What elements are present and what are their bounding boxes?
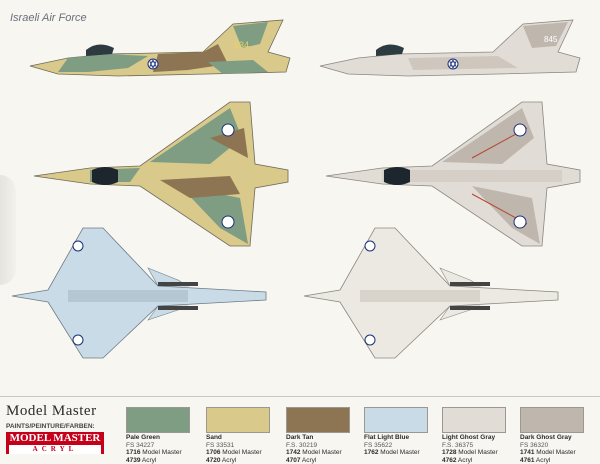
brand-name: Model Master	[6, 403, 97, 419]
footer-divider	[0, 396, 600, 397]
swatch-light-ghost-gray	[442, 407, 506, 433]
brand-logo: MODEL MASTER ACRYL	[6, 432, 104, 454]
swatch-flat-light-blue	[364, 407, 428, 433]
bottom-view-gray-aircraft	[300, 220, 562, 360]
side-view-gray-aircraft: 845	[318, 14, 588, 84]
tail-number: 534	[234, 40, 249, 50]
swatch-pale-green	[126, 407, 190, 433]
tail-number: 845	[544, 35, 558, 44]
swatch-dark-ghost-gray	[520, 407, 584, 433]
color-info-light-ghost-gray: Light Ghost Gray F.S. 36375 1728 Model M…	[442, 434, 498, 464]
color-info-flat-light-blue: Flat Light Blue FS 35622 1762 Model Mast…	[364, 434, 420, 456]
brand-logo-bottom: ACRYL	[9, 445, 101, 454]
color-info-sand: Sand FS 33531 1706 Model Master 4720 Acr…	[206, 434, 262, 464]
swatch-dark-tan	[286, 407, 350, 433]
page-fold	[0, 175, 16, 285]
brand-subtitle: PAINTS/PEINTURE/FARBEN:	[6, 423, 95, 430]
brand-logo-top: MODEL MASTER	[9, 432, 101, 444]
color-info-dark-ghost-gray: Dark Ghost Gray FS 36320 1741 Model Mast…	[520, 434, 576, 464]
side-view-camo-aircraft: 534	[28, 14, 298, 84]
top-view-gray-aircraft	[322, 98, 584, 248]
page-title: Israeli Air Force	[10, 12, 87, 24]
top-view-camo-aircraft	[30, 98, 292, 248]
swatch-sand	[206, 407, 270, 433]
brand-block: Model Master PAINTS/PEINTURE/FARBEN: MOD…	[6, 403, 116, 456]
color-info-pale-green: Pale Green FS 34227 1716 Model Master 47…	[126, 434, 182, 464]
color-info-dark-tan: Dark Tan F.S. 30219 1742 Model Master 47…	[286, 434, 342, 464]
bottom-view-blue-aircraft	[8, 220, 270, 360]
